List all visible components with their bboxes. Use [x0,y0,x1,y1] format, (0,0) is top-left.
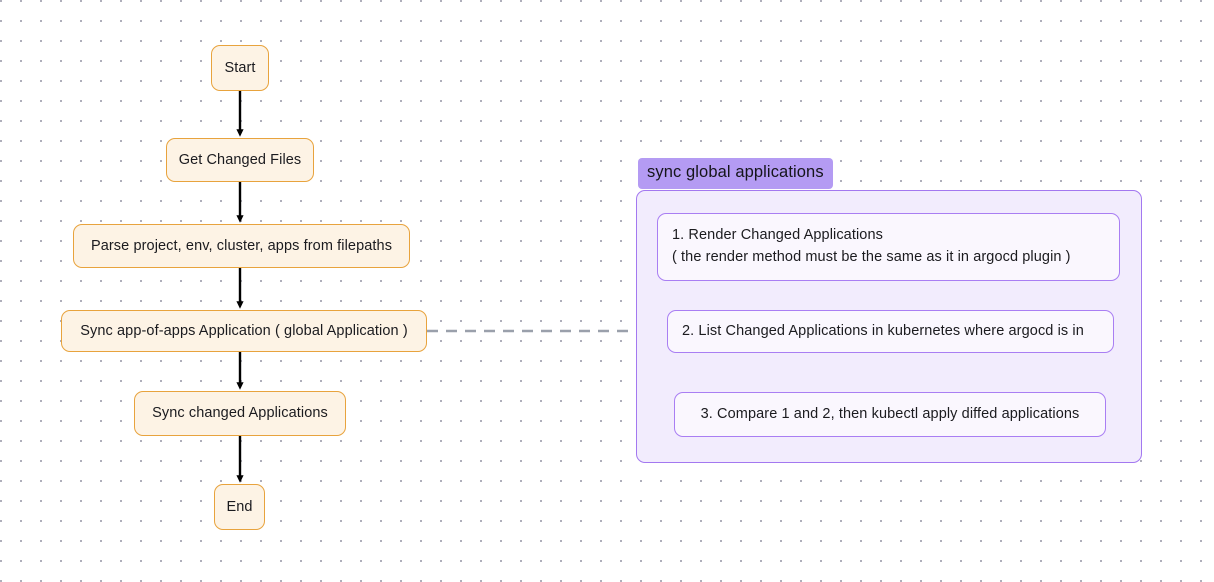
node-start-label: Start [224,59,256,76]
node-end-label: End [226,498,253,515]
node-list-changed-applications-label: 2. List Changed Applications in kubernet… [682,322,1084,339]
node-compare-and-apply-label: 3. Compare 1 and 2, then kubectl apply d… [700,405,1080,422]
node-sync-app-of-apps-label: Sync app-of-apps Application ( global Ap… [80,322,408,339]
node-render-changed-applications[interactable]: 1. Render Changed Applications ( the ren… [657,213,1120,281]
node-get-changed-files-label: Get Changed Files [178,151,302,168]
node-compare-and-apply[interactable]: 3. Compare 1 and 2, then kubectl apply d… [674,392,1106,437]
node-sync-changed-applications-label: Sync changed Applications [152,405,328,422]
node-sync-changed-applications[interactable]: Sync changed Applications [134,391,346,436]
node-start[interactable]: Start [211,45,269,91]
node-get-changed-files[interactable]: Get Changed Files [166,138,314,182]
node-end[interactable]: End [214,484,265,530]
node-parse-filepaths[interactable]: Parse project, env, cluster, apps from f… [73,224,410,268]
subgraph-title-label: sync global applications [638,158,833,189]
node-sync-app-of-apps[interactable]: Sync app-of-apps Application ( global Ap… [61,310,427,352]
node-list-changed-applications[interactable]: 2. List Changed Applications in kubernet… [667,310,1114,353]
node-render-changed-applications-label: 1. Render Changed Applications ( the ren… [672,227,1071,265]
node-parse-filepaths-label: Parse project, env, cluster, apps from f… [90,237,393,254]
